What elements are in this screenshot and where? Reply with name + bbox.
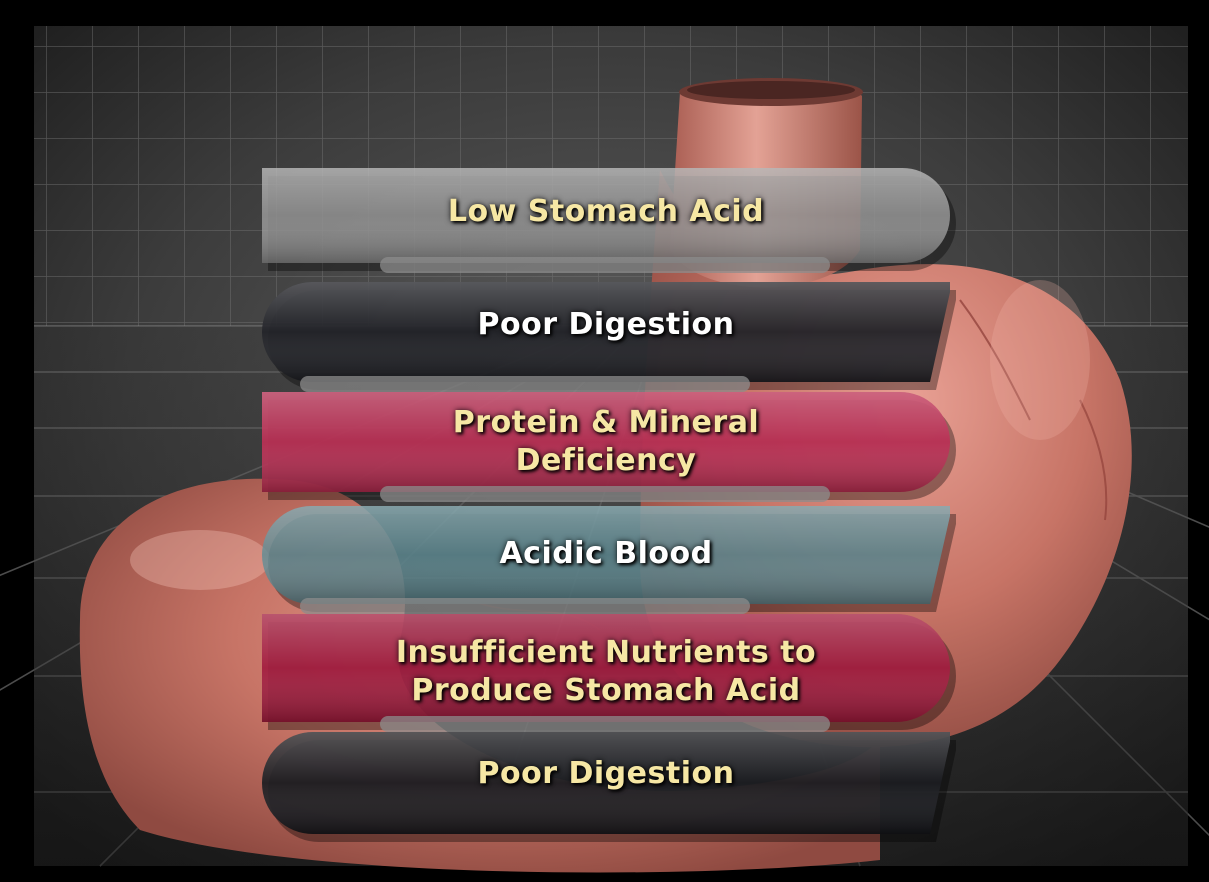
band-connector-5 bbox=[380, 716, 830, 732]
step-label-6: Poor Digestion bbox=[262, 755, 950, 793]
step-label-5: Insufficient Nutrients to Produce Stomac… bbox=[262, 634, 950, 710]
step-label-1: Low Stomach Acid bbox=[262, 193, 950, 231]
step-label-2: Poor Digestion bbox=[262, 306, 950, 344]
step-label-3: Protein & Mineral Deficiency bbox=[262, 404, 950, 480]
step-label-4: Acidic Blood bbox=[262, 535, 950, 573]
band-connector-3 bbox=[380, 486, 830, 502]
band-connector-4 bbox=[300, 598, 750, 614]
band-connector-1 bbox=[380, 257, 830, 273]
band-connector-2 bbox=[300, 376, 750, 392]
